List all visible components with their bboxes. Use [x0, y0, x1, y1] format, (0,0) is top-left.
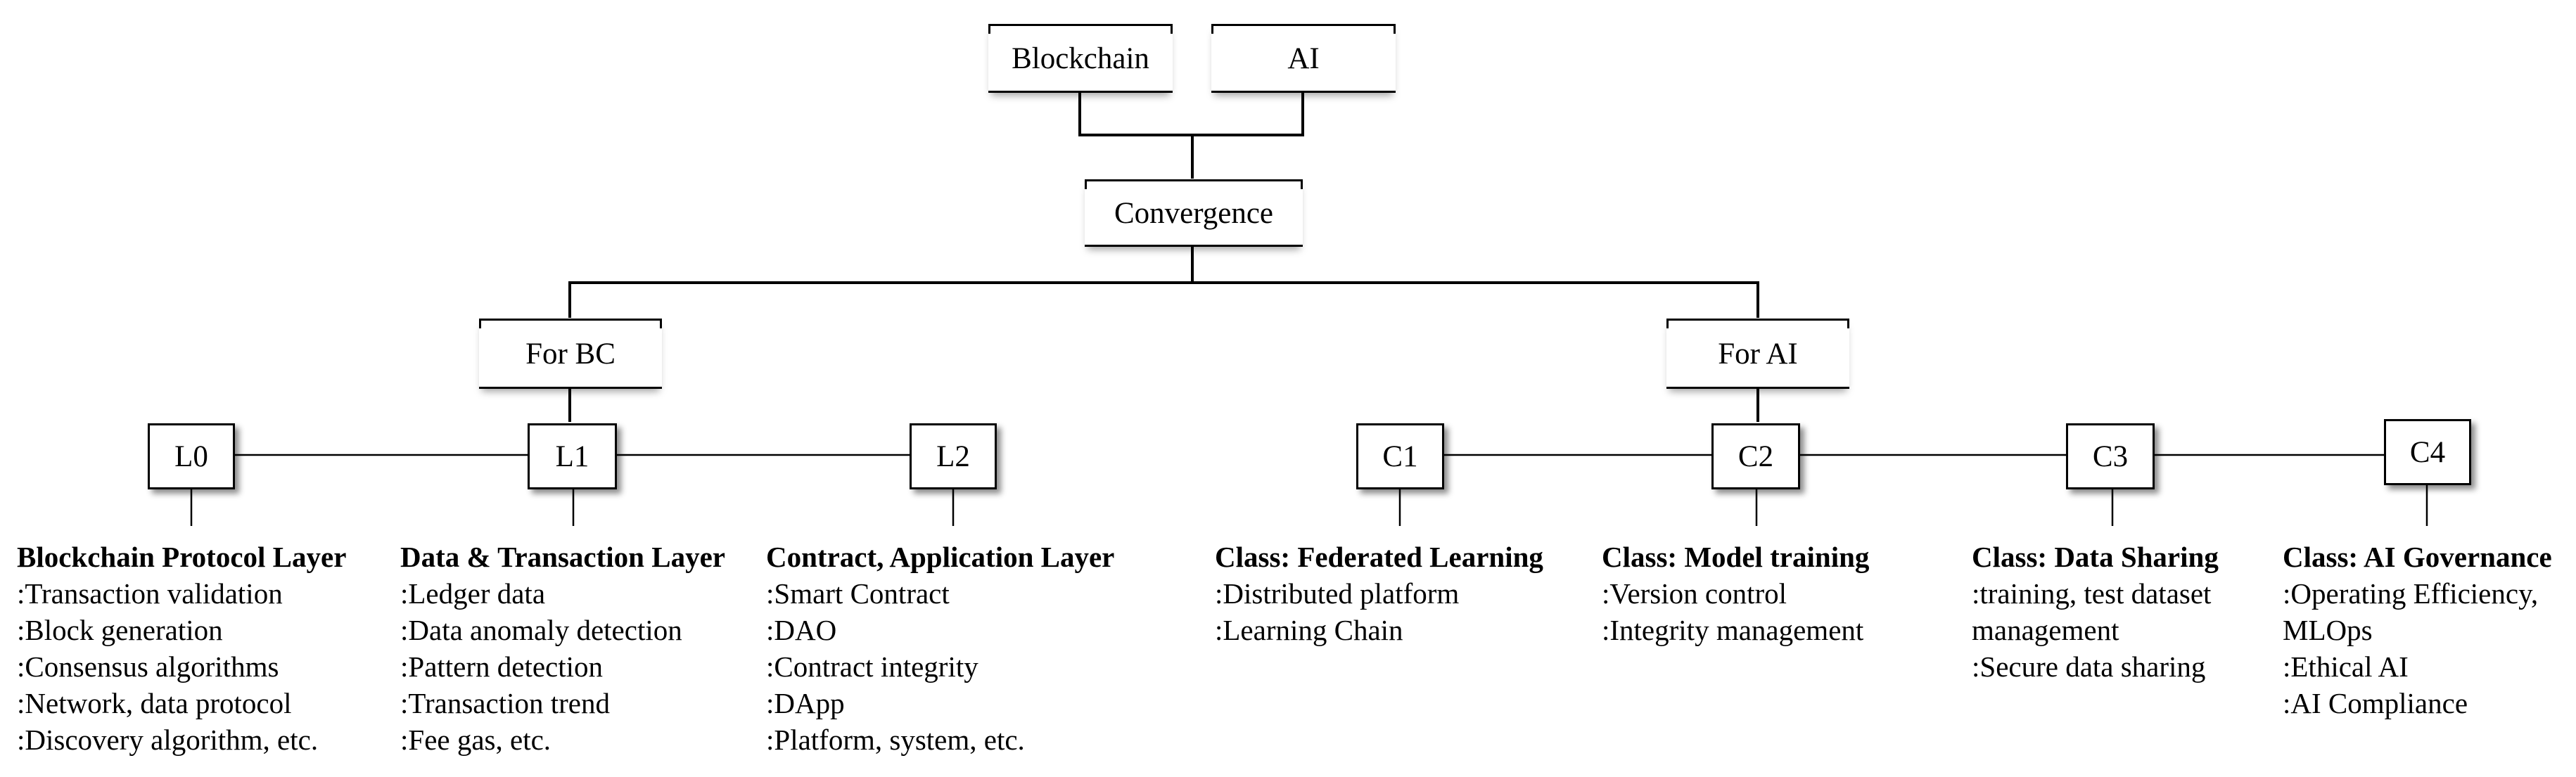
desc-item: :Learning Chain [1215, 614, 1403, 646]
class-desc-c2: Class: Model training :Version control :… [1602, 539, 1869, 648]
desc-item: :Fee gas, etc. [400, 724, 551, 756]
desc-item: :Consensus algorithms [17, 650, 279, 683]
class-title: Class: Data Sharing [1972, 541, 2219, 573]
desc-item: :Network, data protocol [17, 687, 292, 719]
class-box-c1: C1 [1356, 423, 1444, 489]
class-id-c2: C2 [1737, 439, 1774, 473]
desc-item: MLOps [2283, 614, 2373, 646]
class-title: Class: Federated Learning [1215, 541, 1543, 573]
desc-item: :Secure data sharing [1972, 650, 2206, 683]
desc-item: :Platform, system, etc. [766, 724, 1025, 756]
layer-desc-l2: Contract, Application Layer :Smart Contr… [766, 539, 1114, 758]
desc-item: :Distributed platform [1215, 577, 1460, 610]
layer-box-l0: L0 [148, 423, 235, 489]
layer-title: Contract, Application Layer [766, 541, 1115, 573]
class-box-c3: C3 [2066, 423, 2155, 489]
blockchain-label: Blockchain [1012, 41, 1149, 75]
for-bc-label: For BC [525, 337, 616, 371]
for-bc-node: For BC [479, 319, 662, 389]
layer-id-l0: L0 [174, 439, 208, 473]
desc-item: :Ledger data [400, 577, 546, 610]
layer-id-l2: L2 [936, 439, 970, 473]
class-id-c4: C4 [2409, 435, 2446, 469]
layer-id-l1: L1 [555, 439, 589, 473]
desc-item: :AI Compliance [2283, 687, 2468, 719]
desc-item: :Data anomaly detection [400, 614, 682, 646]
desc-item: :DApp [766, 687, 845, 719]
layer-box-l2: L2 [910, 423, 997, 489]
for-ai-node: For AI [1666, 319, 1849, 389]
desc-item: :Operating Efficiency, [2283, 577, 2539, 610]
layer-desc-l1: Data & Transaction Layer :Ledger data :D… [400, 539, 725, 758]
edge-blockchain-convergence [1078, 91, 1304, 136]
class-box-c2: C2 [1711, 423, 1800, 489]
for-ai-label: For AI [1718, 337, 1798, 371]
desc-item: :Pattern detection [400, 650, 604, 683]
desc-item: :Integrity management [1602, 614, 1864, 646]
class-box-c4: C4 [2384, 419, 2471, 485]
class-title: Class: AI Governance [2283, 541, 2552, 573]
convergence-node: Convergence [1085, 179, 1303, 247]
ai-label: AI [1287, 41, 1320, 75]
desc-item: :Block generation [17, 614, 223, 646]
desc-item: :training, test dataset [1972, 577, 2212, 610]
desc-item: :Discovery algorithm, etc. [17, 724, 319, 756]
desc-item: :Ethical AI [2283, 650, 2409, 683]
convergence-label: Convergence [1114, 196, 1274, 230]
desc-item: :DAO [766, 614, 837, 646]
layer-box-l1: L1 [528, 423, 617, 489]
ai-node: AI [1211, 24, 1396, 93]
class-desc-c4: Class: AI Governance :Operating Efficien… [2283, 539, 2552, 721]
desc-item: :Smart Contract [766, 577, 950, 610]
class-id-c1: C1 [1382, 439, 1418, 473]
layer-title: Data & Transaction Layer [400, 541, 725, 573]
desc-item: :Transaction validation [17, 577, 283, 610]
blockchain-node: Blockchain [988, 24, 1173, 93]
desc-item: :Transaction trend [400, 687, 610, 719]
edge-split-branches [568, 281, 1759, 318]
desc-item: management [1972, 614, 2119, 646]
class-desc-c3: Class: Data Sharing :training, test data… [1972, 539, 2219, 685]
class-desc-c1: Class: Federated Learning :Distributed p… [1215, 539, 1543, 648]
class-id-c3: C3 [2092, 439, 2129, 473]
desc-item: :Version control [1602, 577, 1787, 610]
layer-desc-l0: Blockchain Protocol Layer :Transaction v… [17, 539, 346, 758]
desc-item: :Contract integrity [766, 650, 978, 683]
class-title: Class: Model training [1602, 541, 1870, 573]
layer-title: Blockchain Protocol Layer [17, 541, 347, 573]
